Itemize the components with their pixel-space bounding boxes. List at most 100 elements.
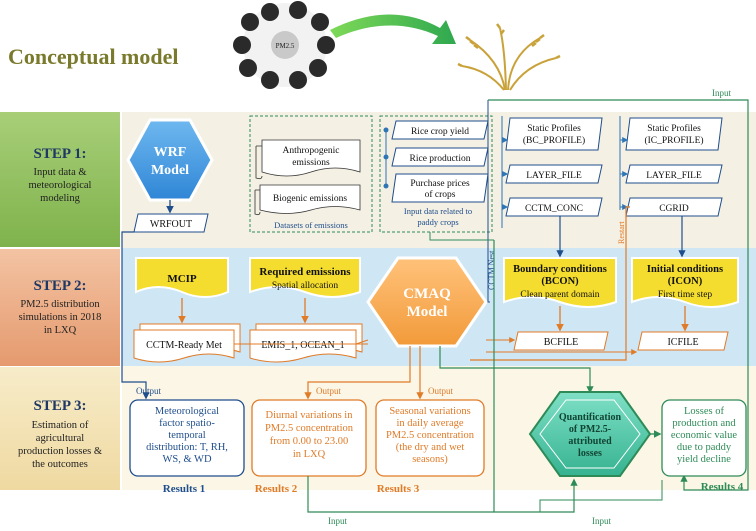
wrf-model-hexagon (126, 118, 214, 202)
results-1-text: Meteorological (155, 406, 219, 417)
bc-layer-file-box (505, 164, 603, 184)
results-4-text: due to paddy (677, 442, 732, 453)
svg-text:(the dry and wet: (the dry and wet (396, 442, 465, 453)
results-4-text: yield decline (677, 454, 731, 465)
icfile-label: ICFILE (667, 337, 698, 348)
bcon-title: (BCON) (541, 276, 579, 287)
results-2-text: Diurnal variations in (266, 410, 354, 421)
svg-text:in daily average: in daily average (396, 418, 463, 429)
emissions-group (249, 115, 373, 233)
quantification-text: attributed (568, 436, 612, 447)
step1-panel (0, 112, 120, 247)
step1-desc-line: Input data & (33, 167, 86, 178)
ic-profile-label: Static Profiles (647, 123, 701, 134)
svg-text:factor spatio-: factor spatio- (159, 418, 215, 429)
results-3-box (375, 399, 485, 477)
svg-text:of crops: of crops (425, 189, 456, 200)
step2-desc-line: in LXQ (44, 325, 77, 336)
bcon-box (503, 257, 617, 308)
svg-text:Input data related to: Input data related to (404, 206, 472, 216)
results-3-text: PM2.5 concentration (386, 430, 475, 441)
svg-text:of PM2.5-: of PM2.5- (569, 424, 611, 435)
pollution-sources-icon: PM2.5 (233, 1, 335, 89)
wrfout-box (133, 213, 209, 233)
results-4-text: economic value (671, 430, 738, 441)
svg-text:distribution: T, RH,: distribution: T, RH, (146, 442, 228, 453)
icon-title: (ICON) (668, 276, 703, 287)
icon-box (631, 257, 739, 308)
svg-text:modeling: modeling (40, 193, 80, 204)
step3-desc-line: production losses & (18, 446, 102, 457)
results-1-text: factor spatio- (159, 418, 215, 429)
svg-text:(BCON): (BCON) (541, 276, 579, 287)
svg-text:(BC_PROFILE): (BC_PROFILE) (523, 135, 585, 146)
bc-profile-label: (BC_PROFILE) (523, 135, 585, 146)
svg-text:Static Profiles: Static Profiles (647, 123, 701, 134)
required-emissions-box (249, 257, 361, 298)
mcip-output-label: CCTM-Ready Met (146, 340, 222, 351)
mcip-box (135, 257, 229, 298)
svg-text:Boundary conditions: Boundary conditions (513, 264, 607, 275)
cctm-conc-label: CCTM_CONC (525, 204, 583, 214)
results-2-box (251, 399, 367, 477)
bcfile-label: BCFILE (544, 337, 578, 348)
flow-input-label: Input (712, 88, 731, 98)
svg-text:yield decline: yield decline (677, 454, 731, 465)
results-3-text: (the dry and wet (396, 442, 465, 453)
cctm-nest-label: CCTM Nest (487, 250, 496, 290)
quantification-text: Quantification (559, 412, 622, 423)
results-3-text: Seasonal variations (389, 406, 470, 417)
results-4-text: production and (672, 418, 736, 429)
svg-text:PM2.5 concentration: PM2.5 concentration (265, 423, 354, 434)
svg-text:Estimation of: Estimation of (32, 420, 89, 431)
biogenic-label: Biogenic emissions (273, 194, 347, 204)
svg-text:meteorological: meteorological (29, 180, 92, 191)
biogenic-emissions-doc (259, 184, 361, 214)
flow-input-label: Input (592, 516, 611, 526)
results-1-text: WS, & WD (162, 454, 212, 465)
svg-text:(IC_PROFILE): (IC_PROFILE) (644, 135, 703, 146)
wrfout-label: WRFOUT (150, 219, 192, 230)
results-3-text: in daily average (396, 418, 463, 429)
pm25-icon-label: PM2.5 (276, 42, 295, 50)
svg-text:due to paddy: due to paddy (677, 442, 732, 453)
results-1-text: distribution: T, RH, (146, 442, 228, 453)
svg-text:(ICON): (ICON) (668, 276, 703, 287)
required-emissions-title: Required emissions (259, 266, 351, 278)
crop-item-label: Rice crop yield (411, 127, 469, 137)
svg-text:in LXQ: in LXQ (293, 449, 326, 460)
svg-text:Purchase prices: Purchase prices (410, 179, 470, 189)
cmaq-label: CMAQ (403, 286, 451, 302)
rice-plant-icon (457, 23, 561, 91)
flow-output-label: Output (316, 386, 342, 396)
cgrid-label: CGRID (659, 204, 689, 214)
step3-panel (0, 367, 120, 490)
crop-data-group (379, 115, 493, 233)
results-1-box (129, 399, 245, 477)
step1-desc-line: modeling (40, 193, 80, 204)
impact-arrow-icon (330, 14, 456, 45)
rice-production-box (391, 147, 489, 167)
svg-text:agricultural: agricultural (36, 433, 84, 444)
flow-output-label: Output (428, 386, 454, 396)
flow-output-label: Output (136, 386, 162, 396)
cmaq-model-hexagon (366, 256, 488, 348)
anthropogenic-label: emissions (292, 158, 330, 168)
svg-text:the outcomes: the outcomes (32, 459, 88, 470)
ic-layer-file-label: LAYER_FILE (646, 171, 702, 181)
svg-text:Static Profiles: Static Profiles (527, 123, 581, 134)
crop-item-label: Rice production (410, 154, 471, 164)
icon-title: Initial conditions (647, 264, 723, 275)
results-4-box (661, 399, 747, 477)
page-title: Conceptual model (8, 44, 179, 69)
bc-layer-file-label: LAYER_FILE (526, 171, 582, 181)
svg-text:Input data &: Input data & (33, 167, 86, 178)
emissions-caption: Datasets of emissions (274, 220, 348, 230)
icfile-box (637, 331, 729, 351)
ic-profile-label: (IC_PROFILE) (644, 135, 703, 146)
purchase-prices-box (391, 173, 489, 203)
results-2-label: Results 2 (255, 483, 298, 495)
results-3-label: Results 3 (377, 483, 420, 495)
results-4-label: Results 4 (701, 481, 744, 493)
